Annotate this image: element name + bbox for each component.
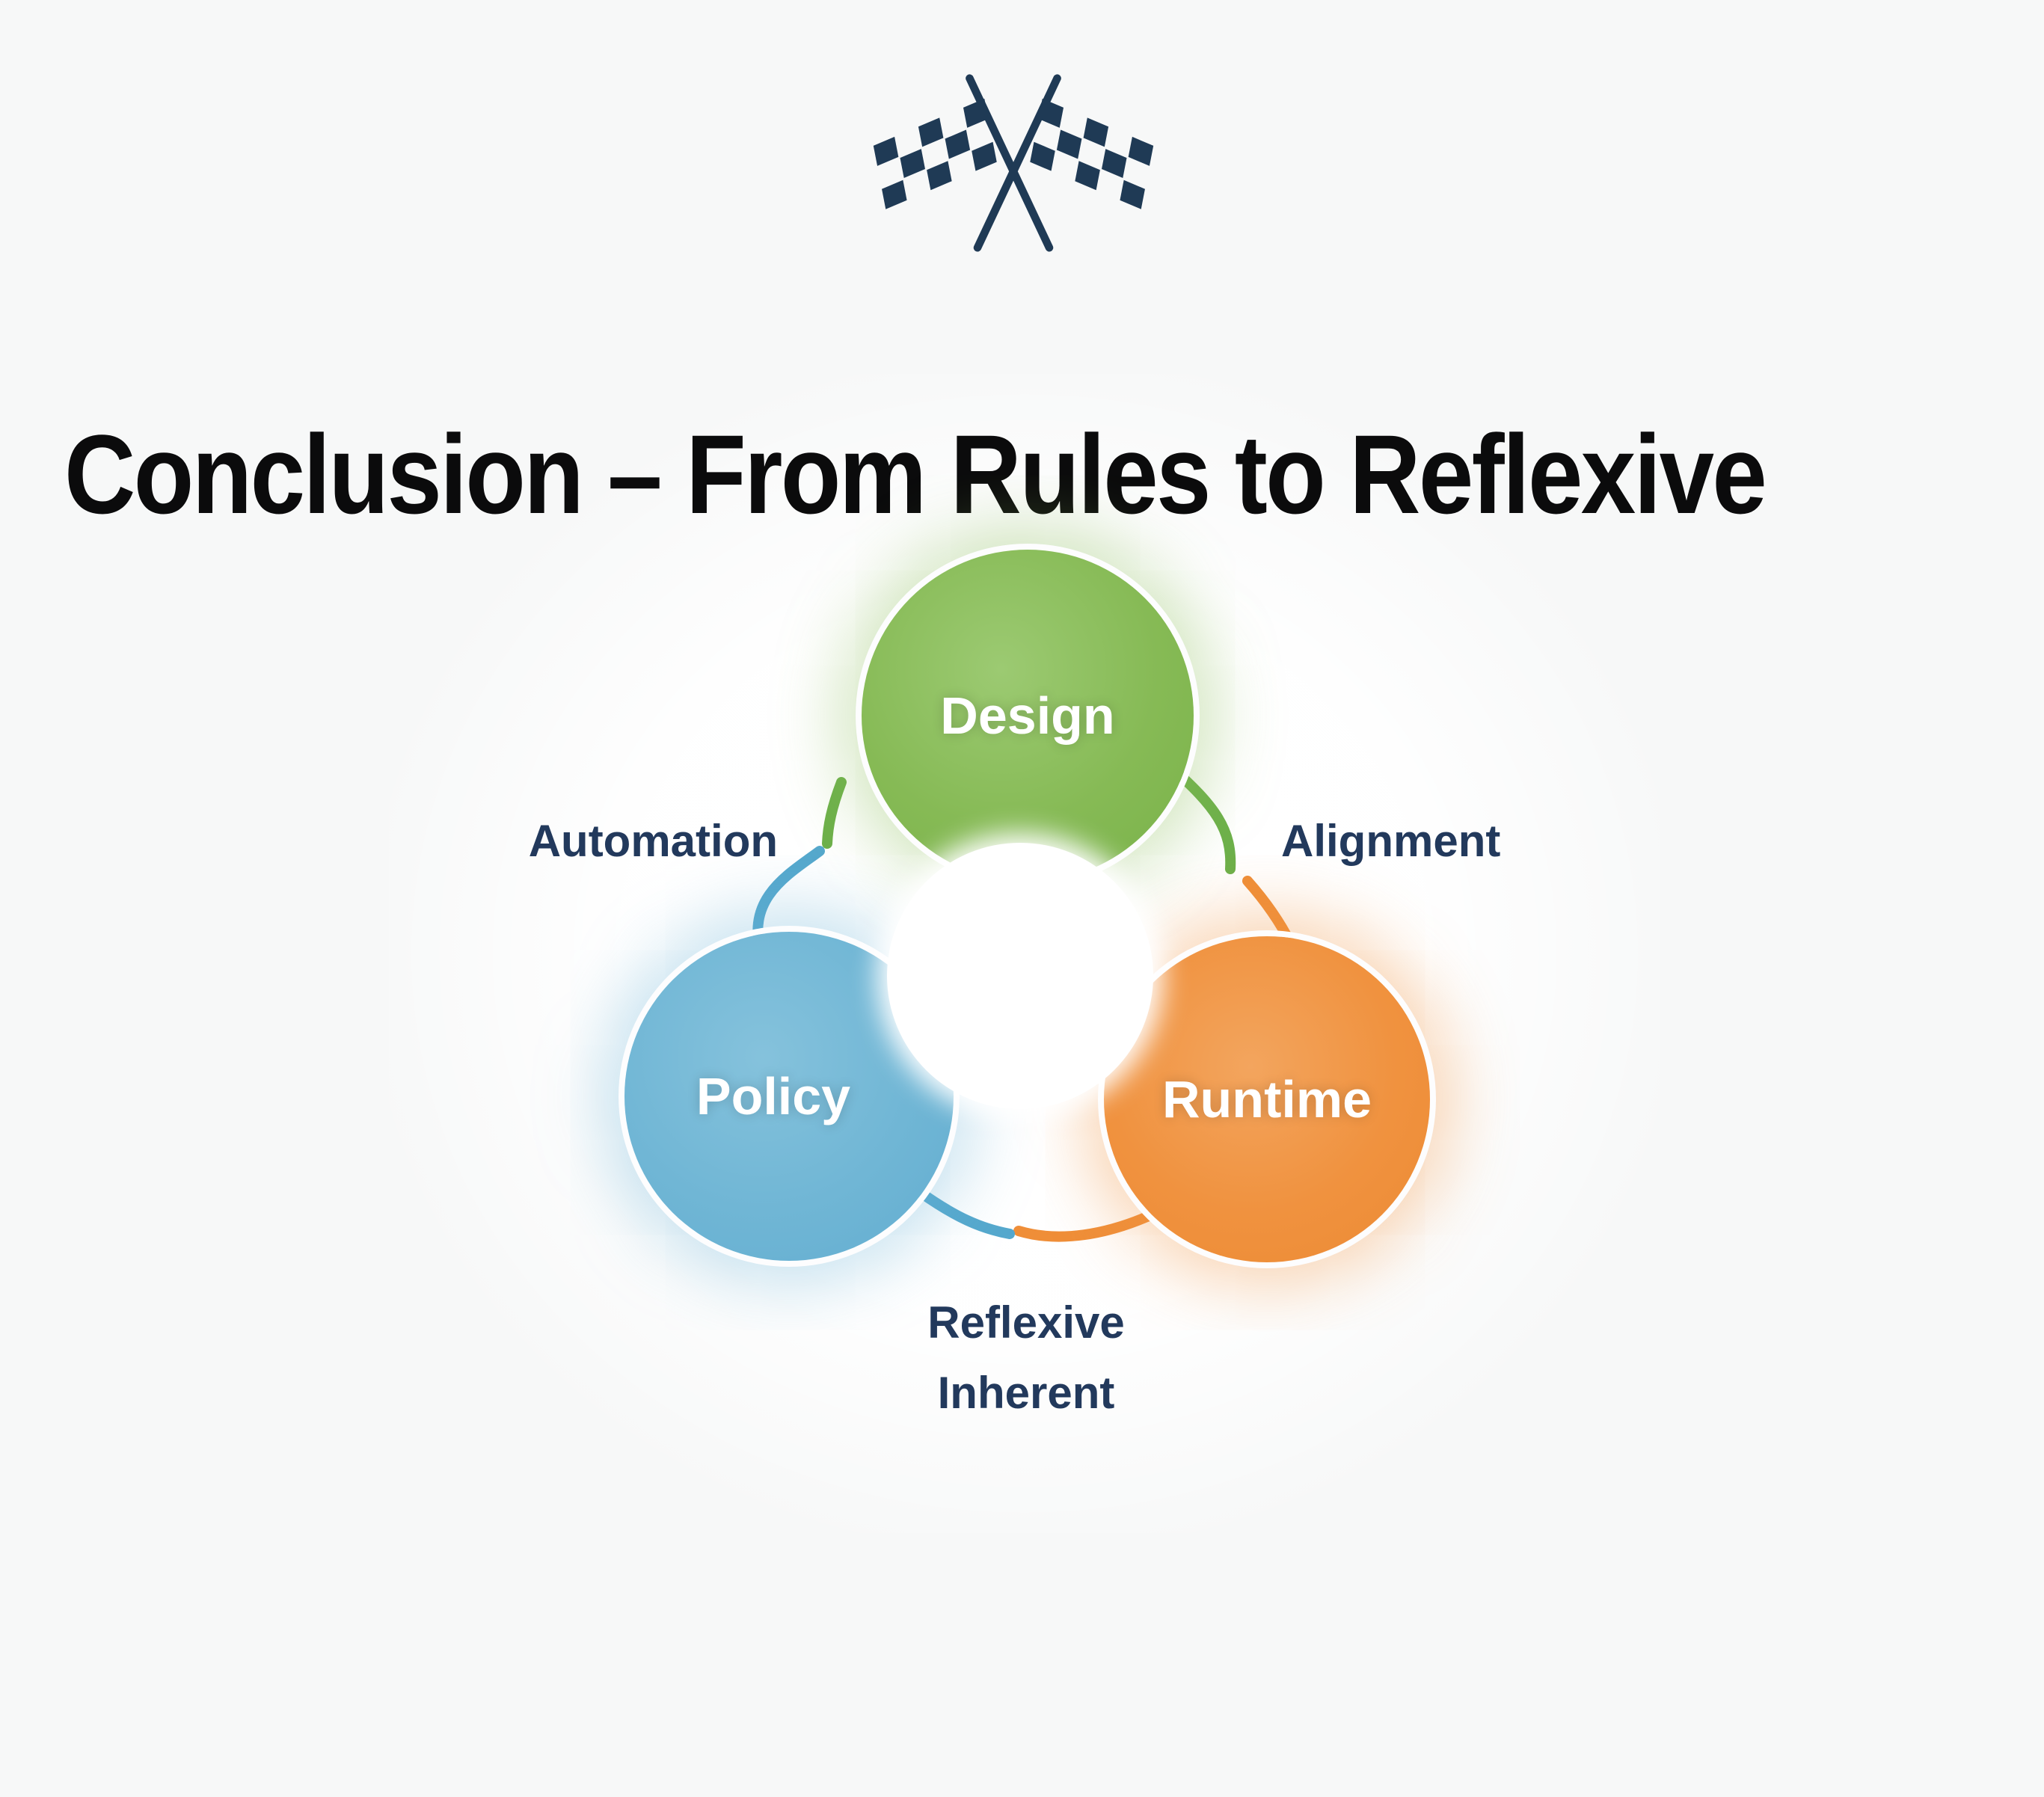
node-design-label: Design xyxy=(940,686,1115,745)
edge-reflexive-policy-stub xyxy=(915,1187,1015,1239)
edge-automation-design-stub xyxy=(822,777,847,849)
edge-reflexive-arrow xyxy=(1013,1208,1161,1242)
flag-cloth-left xyxy=(873,98,997,209)
flag-cloth-right xyxy=(1030,98,1154,209)
edge-alignment-label: Alignment xyxy=(1281,816,1501,866)
edge-alignment-runtime-stub xyxy=(1242,876,1296,949)
edge-reflexive-label: Reflexive Inherent xyxy=(927,1297,1125,1418)
node-design-circle: Design xyxy=(862,550,1194,882)
center-hub-circle xyxy=(887,843,1153,1109)
node-policy-label: Policy xyxy=(696,1067,851,1125)
slide-title: Conclusion – From Rules to Reflexive xyxy=(64,411,1767,537)
edge-automation-label: Automation xyxy=(528,816,778,866)
node-runtime-label: Runtime xyxy=(1162,1070,1372,1128)
checkered-flags-icon xyxy=(873,74,1154,252)
